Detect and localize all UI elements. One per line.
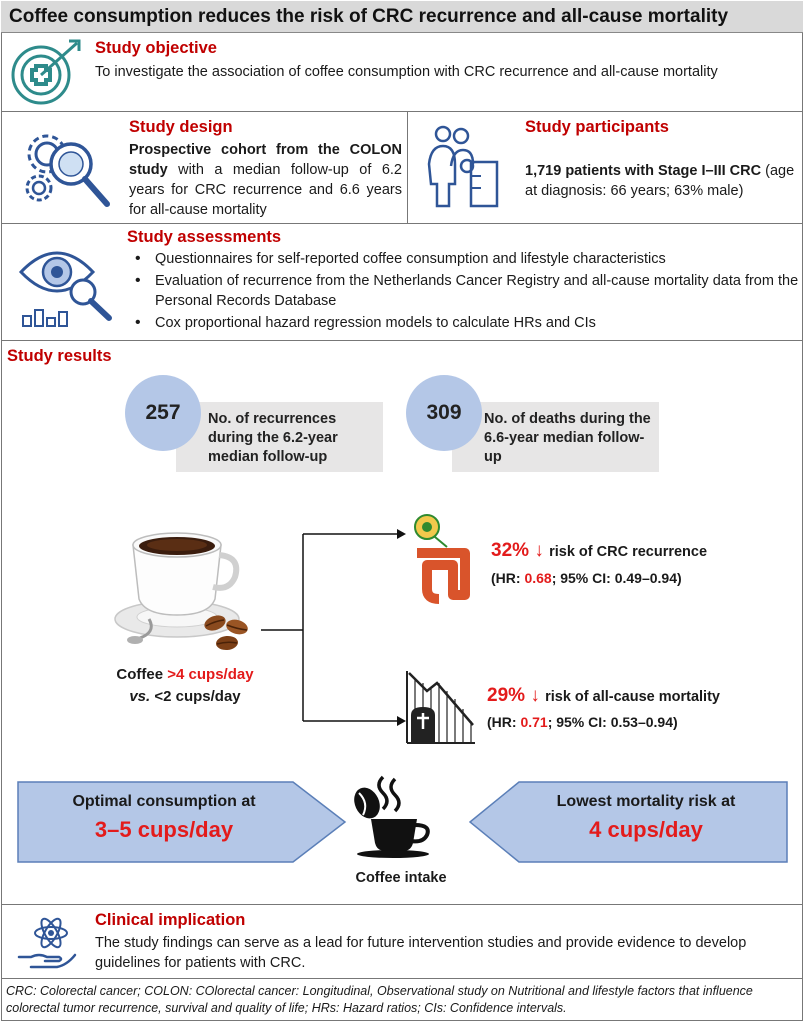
- colon-icon: [414, 514, 470, 604]
- deaths-value: 309: [426, 401, 462, 424]
- eye-magnifier-icon: [18, 251, 112, 327]
- list-item: Questionnaires for self-reported coffee …: [127, 249, 799, 269]
- coffee-prefix: Coffee: [116, 666, 168, 683]
- hand-atom-icon: [17, 917, 77, 969]
- list-item: Cox proportional hazard regression model…: [127, 313, 799, 333]
- results-heading: Study results: [7, 347, 112, 365]
- recurrence-result: 32% ↓ risk of CRC recurrence: [491, 540, 707, 562]
- target-icon: [11, 39, 81, 105]
- deaths-label-box: No. of deaths during the 6.6-year median…: [452, 402, 659, 472]
- lowest-arrow-shape: [469, 781, 788, 863]
- participants-text: 1,719 patients with Stage I–III CRC (age…: [525, 161, 797, 201]
- coffee-low-dose: <2 cups/day: [150, 688, 241, 705]
- recurrence-hr-value: 0.68: [524, 570, 552, 586]
- design-text: Prospective cohort from the COLON study …: [129, 140, 402, 220]
- optimal-arrow-shape: [17, 781, 347, 863]
- design-heading: Study design: [129, 118, 233, 136]
- people-icon: [427, 125, 499, 208]
- participants-text-bold: 1,719 patients with Stage I–III CRC: [525, 163, 762, 179]
- lowest-value: 4 cups/day: [589, 817, 703, 842]
- down-arrow-icon: ↓: [534, 540, 544, 561]
- coffee-comparison: Coffee >4 cups/day vs. <2 cups/day: [105, 664, 265, 708]
- mortality-hr-rest: ; 95% CI: 0.53–0.94): [547, 714, 678, 730]
- participants-text-rest: (age at diagnosis: 66 years; 63% male): [525, 163, 795, 199]
- mortality-hr: (HR: 0.71; 95% CI: 0.53–0.94): [487, 714, 678, 730]
- coffee-beans-icon: [204, 615, 248, 651]
- mortality-percent: 29%: [487, 685, 526, 706]
- assessments-list: Questionnaires for self-reported coffee …: [127, 249, 799, 335]
- recurrence-percent: 32%: [491, 540, 530, 561]
- mortality-hr-value: 0.71: [520, 714, 548, 730]
- objective-section: Study objective To investigate the assoc…: [1, 33, 803, 112]
- deaths-count: 309: [406, 375, 482, 451]
- recurrences-label-box: No. of recurrences during the 6.2-year m…: [176, 402, 383, 472]
- implication-section: Clinical implication The study findings …: [1, 905, 803, 979]
- design-participants-section: Study design Prospective cohort from the…: [1, 112, 803, 224]
- recurrences-count: 257: [125, 375, 201, 451]
- coffee-intake-label: Coffee intake: [355, 870, 447, 886]
- title-bar: Coffee consumption reduces the risk of C…: [1, 1, 803, 33]
- results-section: Study results No. of recurrences during …: [1, 341, 803, 905]
- participants-heading: Study participants: [525, 118, 669, 136]
- mortality-text: risk of all-cause mortality: [545, 689, 720, 705]
- implication-text: The study findings can serve as a lead f…: [95, 935, 747, 971]
- coffee-high-dose: >4 cups/day: [167, 666, 254, 683]
- implication-heading: Clinical implication: [95, 911, 246, 929]
- mortality-hr-prefix: (HR:: [487, 714, 521, 730]
- coffee-mug-icon: [354, 775, 430, 858]
- gears-magnifier-icon: [25, 134, 110, 207]
- recurrence-hr-prefix: (HR:: [491, 570, 525, 586]
- recurrences-value: 257: [145, 401, 181, 424]
- recurrences-label: No. of recurrences during the 6.2-year m…: [208, 411, 338, 465]
- coffee-vs: vs.: [129, 688, 151, 705]
- list-item: Evaluation of recurrence from the Nether…: [127, 271, 799, 311]
- coffee-cup-icon: [114, 532, 240, 644]
- lowest-label: Lowest mortality risk at: [556, 793, 736, 810]
- optimal-label: Optimal consumption at: [72, 793, 256, 810]
- page-title: Coffee consumption reduces the risk of C…: [9, 6, 729, 27]
- assessments-heading: Study assessments: [127, 228, 282, 246]
- objective-heading: Study objective: [95, 39, 217, 57]
- branch-connector: [261, 529, 406, 726]
- section-divider: [407, 112, 408, 224]
- recurrence-hr: (HR: 0.68; 95% CI: 0.49–0.94): [491, 570, 682, 586]
- footnote: CRC: Colorectal cancer; COLON: COlorecta…: [6, 984, 753, 1015]
- design-text-rest: with a median follow-up of 6.2 years for…: [129, 162, 402, 218]
- deaths-label: No. of deaths during the 6.6-year median…: [484, 411, 651, 465]
- mortality-chart-icon: [406, 671, 475, 744]
- recurrence-text: risk of CRC recurrence: [549, 544, 708, 560]
- design-text-bold: Prospective cohort from the COLON study: [129, 142, 402, 178]
- mortality-result: 29% ↓ risk of all-cause mortality: [487, 685, 720, 707]
- assessments-section: Study assessments Questionnaires for sel…: [1, 224, 803, 341]
- objective-text: To investigate the association of coffee…: [95, 64, 718, 80]
- down-arrow-icon: ↓: [530, 685, 540, 706]
- optimal-value: 3–5 cups/day: [94, 817, 234, 842]
- recurrence-hr-rest: ; 95% CI: 0.49–0.94): [551, 570, 682, 586]
